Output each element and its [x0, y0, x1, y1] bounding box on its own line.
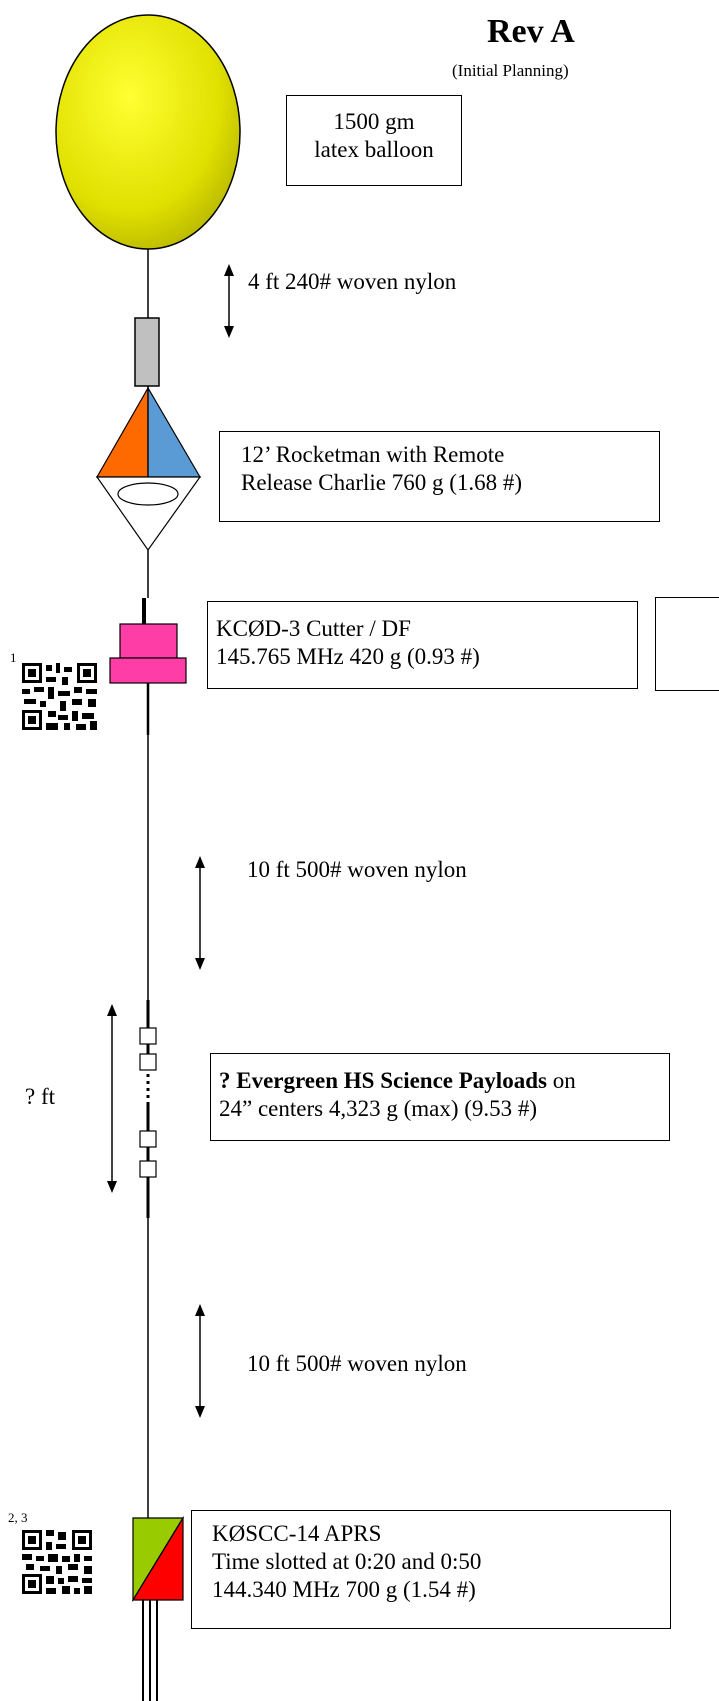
- aprs-label-line2: Time slotted at 0:20 and 0:50: [212, 1549, 482, 1574]
- cutter-body-top: [119, 623, 178, 659]
- aprs-label-line1: KØSCC-14 APRS: [212, 1521, 382, 1546]
- arrow-line2: [195, 856, 205, 970]
- cutter-label-line2: 145.765 MHz 420 g (0.93 #): [216, 644, 480, 669]
- offscreen-box-edge: [655, 597, 719, 691]
- qr-code-aprs: [22, 1530, 92, 1594]
- payloads-label-box: ? Evergreen HS Science Payloads on 24” c…: [210, 1053, 670, 1141]
- parachute-cone: [95, 476, 202, 552]
- aprs-label-box: KØSCC-14 APRS Time slotted at 0:20 and 0…: [191, 1510, 671, 1629]
- line2-label: 10 ft 500# woven nylon: [247, 857, 467, 882]
- cutter-label-line1: KCØD-3 Cutter / DF: [216, 616, 411, 641]
- payloads-label-line2: 24” centers 4,323 g (max) (9.53 #): [219, 1096, 538, 1121]
- balloon-label-line2: latex balloon: [314, 137, 434, 162]
- arrow-line3: [195, 1304, 205, 1418]
- qr-code-cutter: [22, 663, 97, 730]
- aprs-footnote: 2, 3: [8, 1510, 28, 1525]
- parachute-ring: [117, 482, 179, 506]
- aprs-antennas: [142, 1600, 158, 1701]
- payload-string: [139, 1000, 157, 1218]
- payload-length-label: ? ft: [25, 1084, 56, 1109]
- line1-label: 4 ft 240# woven nylon: [248, 269, 457, 294]
- arrow-line1: [224, 264, 234, 338]
- cutter-label-box: KCØD-3 Cutter / DF 145.765 MHz 420 g (0.…: [207, 601, 638, 689]
- payloads-label-bold: ? Evergreen HS Science Payloads: [219, 1068, 547, 1093]
- cutter-body-base: [109, 657, 187, 684]
- balloon-label-line1: 1500 gm: [333, 109, 415, 134]
- payloads-label-line1: ? Evergreen HS Science Payloads on: [219, 1067, 669, 1095]
- parachute-label-line1: 12’ Rocketman with Remote: [241, 442, 505, 467]
- swivel: [134, 317, 160, 387]
- parachute-label-line2: Release Charlie 760 g (1.68 #): [241, 470, 523, 495]
- payloads-label-rest: on: [546, 1068, 576, 1093]
- line3-label: 10 ft 500# woven nylon: [247, 1351, 467, 1376]
- arrow-payload-length: [107, 1004, 117, 1193]
- balloon-label-box: 1500 gm latex balloon: [286, 95, 462, 186]
- balloon-shape: [55, 14, 241, 250]
- aprs-label-line3: 144.340 MHz 700 g (1.54 #): [212, 1577, 476, 1602]
- parachute-right: [147, 385, 202, 478]
- cutter-footnote: 1: [10, 650, 17, 665]
- parachute-left: [95, 385, 149, 478]
- page-subtitle: (Initial Planning): [452, 61, 569, 80]
- page-title: Rev A: [487, 13, 575, 50]
- parachute-label-box: 12’ Rocketman with Remote Release Charli…: [219, 431, 660, 522]
